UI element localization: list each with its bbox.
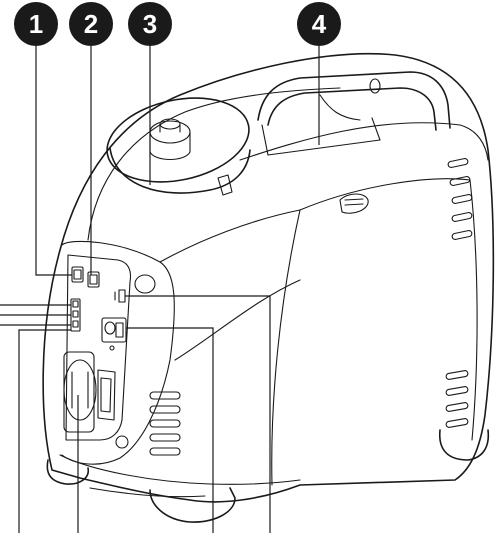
- leader-bottom-c: [126, 327, 214, 533]
- svg-text:2: 2: [84, 9, 98, 39]
- svg-text:1: 1: [29, 9, 43, 39]
- control-panel: [63, 254, 156, 449]
- side-vent-slot: [339, 193, 369, 214]
- svg-text:3: 3: [143, 9, 157, 39]
- rubber-feet: [46, 429, 490, 523]
- leader-bottom-d: [125, 295, 271, 533]
- callout-4: 4: [297, 2, 341, 46]
- callout-1: 1: [14, 2, 58, 46]
- callout-2: 2: [69, 2, 113, 46]
- leader-1: [35, 46, 72, 276]
- svg-text:4: 4: [312, 9, 327, 39]
- callout-3: 3: [128, 2, 172, 46]
- vent-louvers-upper: [447, 157, 473, 241]
- generator-body: [42, 52, 495, 503]
- leader-lines: [0, 46, 320, 533]
- vent-louvers-front: [149, 391, 181, 456]
- carry-handle: [257, 71, 451, 156]
- leader-bottom-a: [18, 329, 71, 533]
- vent-louvers-lower: [445, 370, 469, 428]
- fuel-cap: [106, 97, 251, 196]
